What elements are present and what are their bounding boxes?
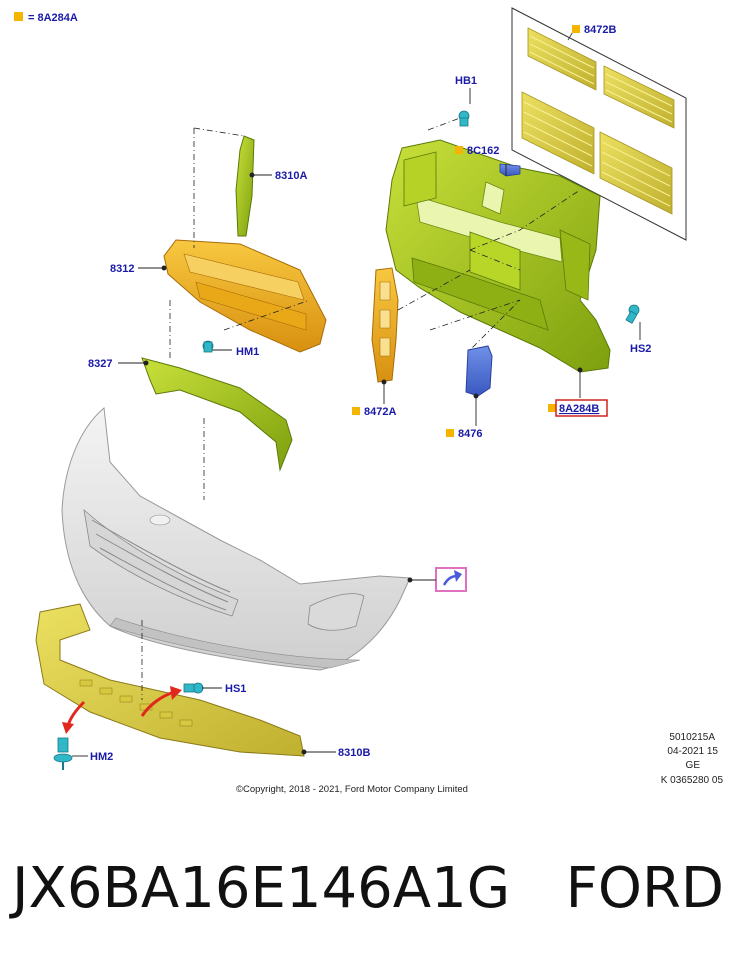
- air-guide-8472a: [371, 267, 399, 383]
- fastener-hs1: [183, 682, 204, 694]
- diagram-meta: 5010215A 04-2021 15 GE K 0365280 05: [661, 732, 724, 786]
- label-hm1: HM1: [236, 346, 259, 358]
- parts-diagram: = 8A284A: [14, 7, 724, 795]
- legend-text: = 8A284A: [28, 12, 78, 24]
- red-arrow-hm2: [62, 700, 86, 734]
- meta-line-2: 04-2021 15: [667, 746, 718, 757]
- part-labels: 8472B HB1 8C162 8310A 8312 HM1 8327 8472…: [88, 24, 651, 763]
- bracket-8310a: [235, 135, 255, 237]
- meta-line-3: GE: [686, 760, 701, 771]
- fastener-hs2: [625, 304, 640, 324]
- marker-8472b: [572, 25, 580, 33]
- label-8c162: 8C162: [467, 145, 499, 157]
- radiator-support-8a284b: [385, 139, 611, 373]
- meta-line-4: K 0365280 05: [661, 775, 724, 786]
- marker-8476: [446, 429, 454, 437]
- fastener-hb1: [458, 110, 470, 127]
- brand-name: FORD: [565, 855, 724, 921]
- label-hs1: HS1: [225, 683, 246, 695]
- label-8310a: 8310A: [275, 170, 307, 182]
- label-8472b: 8472B: [584, 24, 616, 36]
- label-8472a: 8472A: [364, 406, 396, 418]
- fastener-hm1: [202, 340, 214, 353]
- label-hb1: HB1: [455, 75, 477, 87]
- bottom-caption: JX6BA16E146A1G FORD: [12, 848, 724, 928]
- marker-8472a: [352, 407, 360, 415]
- shield-8310b: [35, 603, 305, 757]
- legend: = 8A284A: [14, 12, 78, 24]
- label-8310b: 8310B: [338, 747, 370, 759]
- label-hs2: HS2: [630, 343, 651, 355]
- deflector-8476: [465, 345, 493, 397]
- related-diagram-link[interactable]: [435, 567, 467, 592]
- fastener-hm2: [53, 737, 73, 770]
- copyright-text: ©Copyright, 2018 - 2021, Ford Motor Comp…: [236, 784, 468, 795]
- red-arrow-hs1: [140, 686, 182, 717]
- leader-lines: [72, 88, 641, 757]
- label-8476: 8476: [458, 428, 482, 440]
- alignment-lines: [141, 117, 581, 700]
- meta-line-1: 5010215A: [669, 732, 715, 743]
- marker-8c162: [455, 146, 463, 154]
- label-hm2: HM2: [90, 751, 113, 763]
- reinforcement-8327: [141, 357, 293, 472]
- part-number: JX6BA16E146A1G: [12, 855, 511, 921]
- label-8a284b[interactable]: 8A284B: [559, 403, 599, 415]
- bracket-8c162: [499, 163, 521, 177]
- label-8327: 8327: [88, 358, 112, 370]
- marker-8a284b: [548, 404, 556, 412]
- label-8312: 8312: [110, 263, 134, 275]
- highlight-box-8a284b: [555, 399, 608, 417]
- legend-swatch: [14, 12, 23, 21]
- shutter-assembly-8472b: [511, 7, 687, 241]
- bumper-cover: [61, 407, 411, 671]
- absorber-8312: [163, 239, 327, 353]
